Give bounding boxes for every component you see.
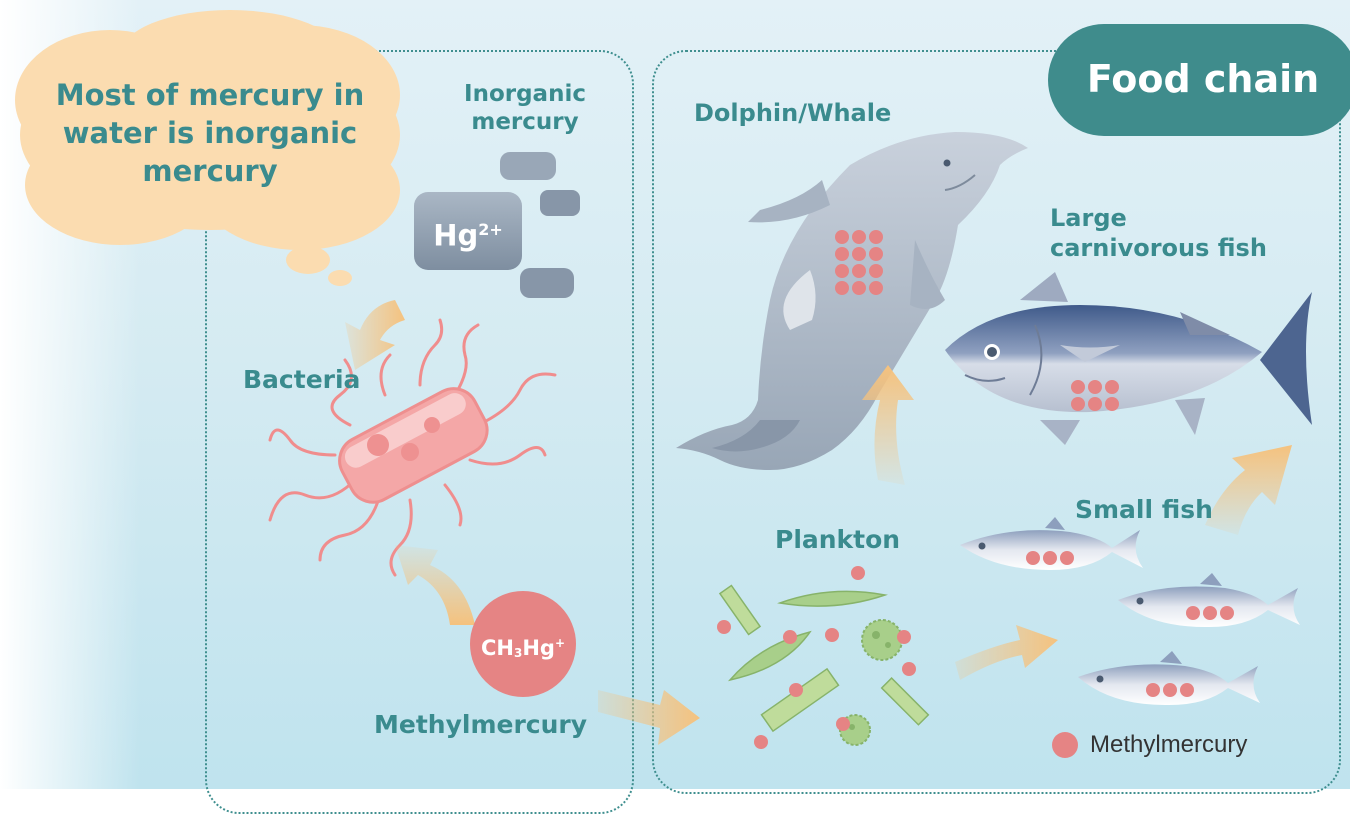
label-dolphin-whale: Dolphin/Whale <box>694 98 891 128</box>
page-title: Food chain <box>1048 54 1350 104</box>
dolphin-illustration <box>676 132 1028 470</box>
label-methylmercury: Methylmercury <box>374 710 587 740</box>
arrow-to-bacteria <box>345 300 405 370</box>
arrow-to-plankton <box>598 690 700 745</box>
label-plankton: Plankton <box>775 525 900 555</box>
methylmercury-formula: CH3Hg+ <box>470 626 576 670</box>
bacteria-illustration <box>270 320 555 575</box>
legend-label: Methylmercury <box>1090 731 1247 759</box>
small-fish-3 <box>1078 651 1260 705</box>
plankton-illustration <box>720 586 928 745</box>
label-inorganic-mercury: Inorganic mercury <box>440 80 610 136</box>
label-small-fish: Small fish <box>1075 495 1213 525</box>
hg-ion-label: Hg2+ <box>414 212 522 254</box>
tuna-illustration <box>945 272 1312 445</box>
arrow-to-methylmercury <box>395 545 475 625</box>
label-bacteria: Bacteria <box>243 365 360 395</box>
arrow-to-tuna <box>1205 445 1292 535</box>
label-large-carnivorous-fish: Large carnivorous fish <box>1050 203 1290 263</box>
arrow-to-small-fish <box>955 625 1058 680</box>
legend-dot <box>1052 732 1078 758</box>
cloud-note: Most of mercury in water is inorganic me… <box>40 76 380 190</box>
